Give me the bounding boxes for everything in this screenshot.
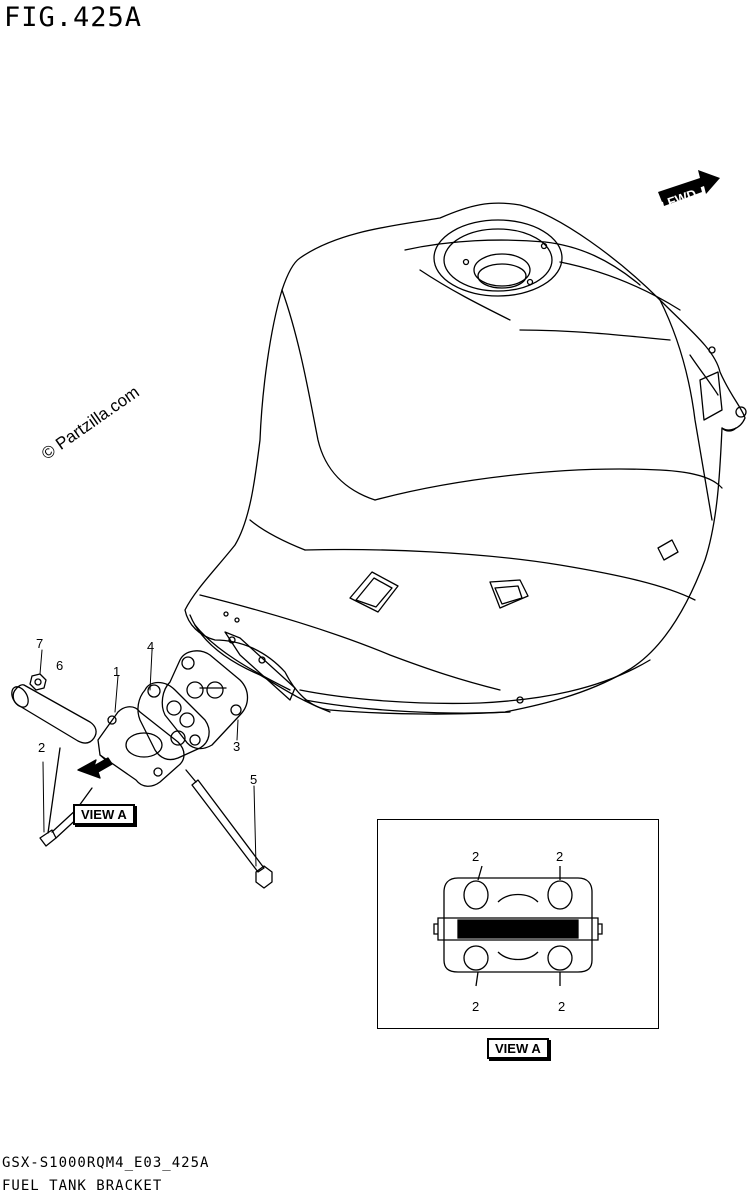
callout-6: 6 — [56, 658, 64, 673]
callout-1: 1 — [113, 664, 121, 679]
bolt-part-2 — [39, 747, 93, 847]
detail-callout-2-bottom-left: 2 — [472, 999, 480, 1014]
diagram-name: FUEL TANK BRACKET — [2, 1178, 163, 1194]
fuel-cap — [433, 219, 563, 297]
bracket-part-1 — [97, 706, 185, 787]
callout-7: 7 — [36, 636, 44, 651]
detail-callout-2-bottom-right: 2 — [558, 999, 566, 1014]
collar-part-6 — [11, 684, 97, 744]
tank-rear-mount — [223, 611, 524, 704]
forward-arrow-icon: FWD — [658, 170, 720, 210]
fuel-tank — [184, 202, 747, 715]
detail-callout-2-top-left: 2 — [472, 849, 480, 864]
detail-view-a-label: VIEW A — [487, 1038, 549, 1059]
long-bolt-part-5 — [185, 769, 273, 889]
detail-view-box: 2 2 2 2 — [377, 819, 659, 1029]
nut-part-7 — [29, 673, 47, 691]
callout-5: 5 — [250, 772, 258, 787]
diagram-code: GSX-S1000RQM4_E03_425A — [2, 1155, 210, 1171]
figure-title: FIG.425A — [4, 2, 143, 33]
tank-vents — [349, 539, 679, 613]
view-arrow-icon — [77, 757, 113, 779]
bracket-plate-part-3 — [161, 650, 249, 750]
leader-lines — [39, 649, 257, 867]
rubber-cushion-part-4 — [137, 681, 210, 761]
callout-2: 2 — [38, 740, 46, 755]
detail-bracket-drawing — [433, 865, 603, 987]
callout-3: 3 — [233, 739, 241, 754]
callout-4: 4 — [147, 639, 155, 654]
view-a-label: VIEW A — [73, 804, 135, 825]
detail-callout-2-top-right: 2 — [556, 849, 564, 864]
